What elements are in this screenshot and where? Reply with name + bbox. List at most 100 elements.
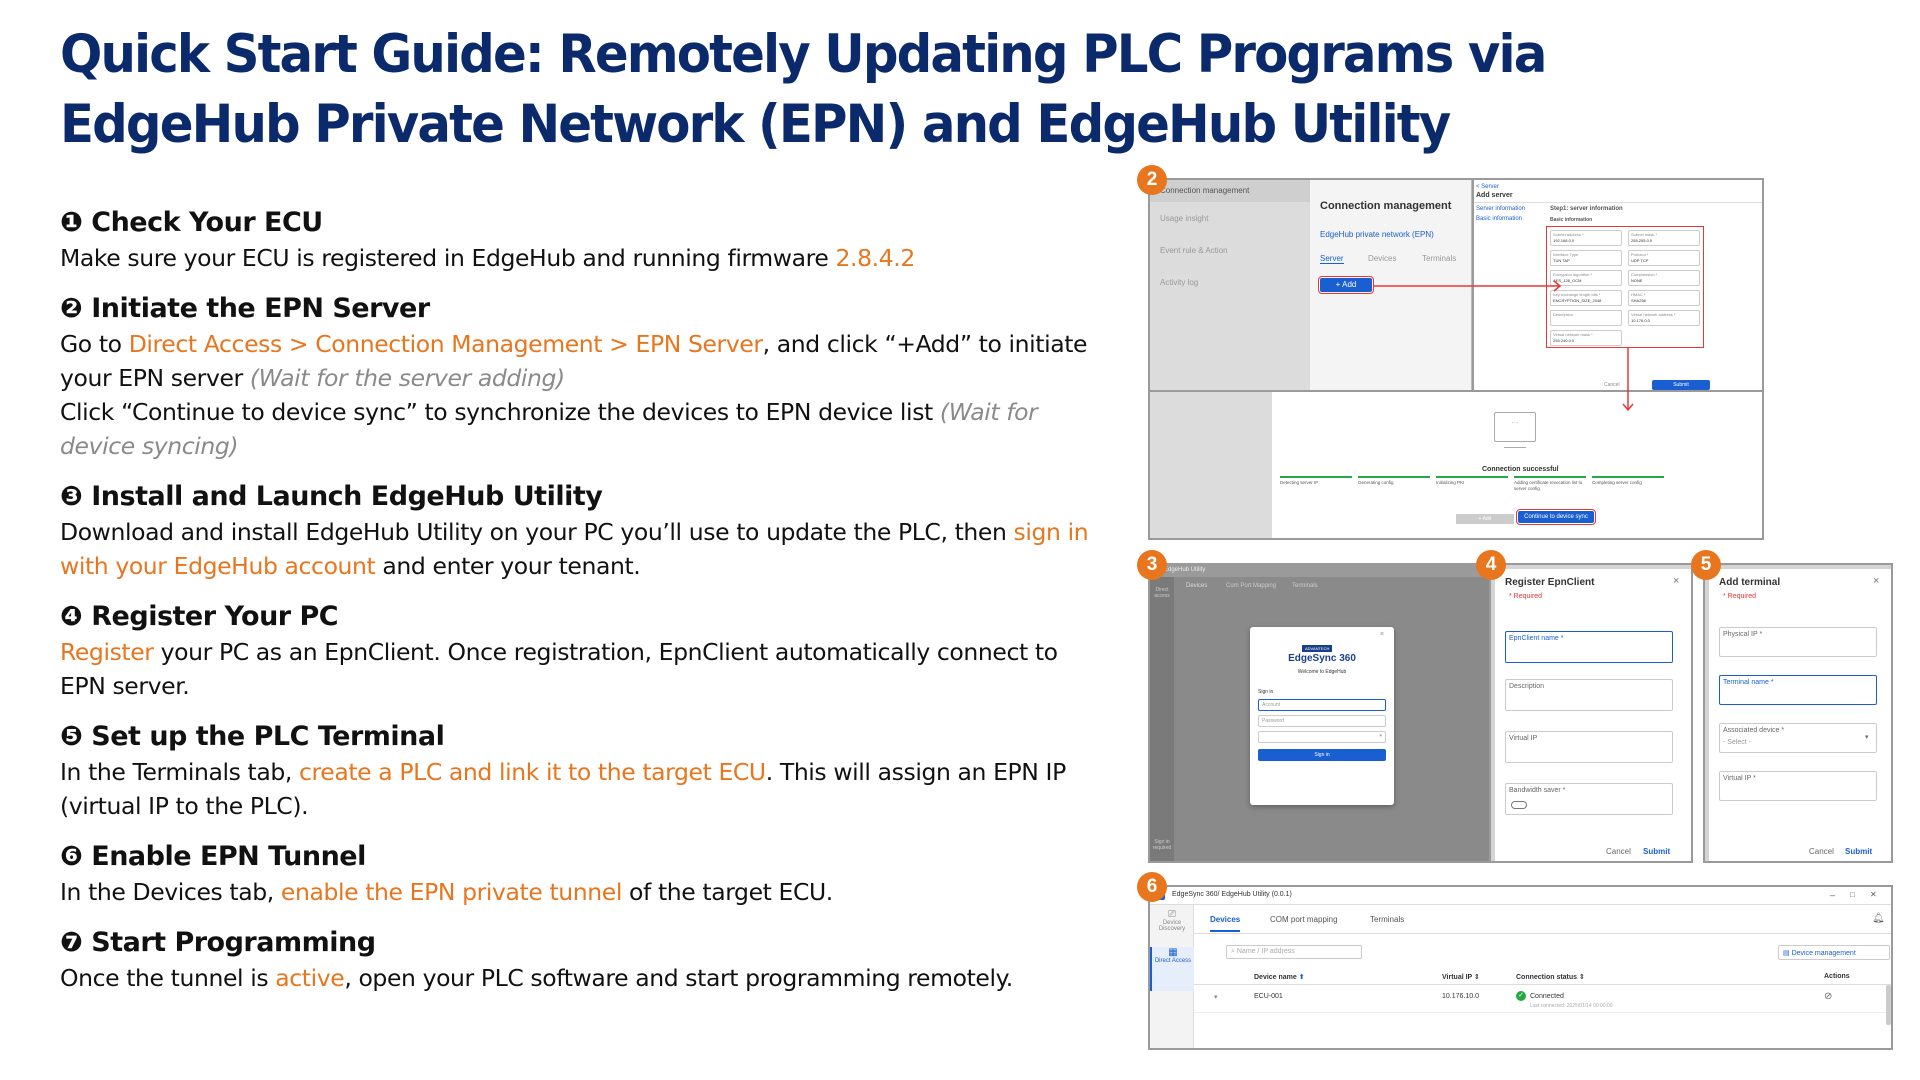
- step-heading: ❷ Initiate the EPN Server: [60, 293, 430, 324]
- tenant-select[interactable]: ▾: [1258, 731, 1386, 743]
- tab-server[interactable]: Server: [1320, 254, 1344, 264]
- field-label: Virtual network mask *: [1553, 332, 1593, 337]
- close-icon[interactable]: ✕: [1870, 890, 1877, 899]
- bandwidth-toggle[interactable]: [1511, 801, 1527, 809]
- device-management-button[interactable]: ▤ Device management: [1778, 945, 1890, 960]
- virtual-ip-input[interactable]: [1505, 731, 1673, 763]
- description-input[interactable]: [1505, 679, 1673, 711]
- progress-label: Completing server config: [1592, 480, 1642, 485]
- account-input[interactable]: Account: [1258, 699, 1386, 711]
- password-input[interactable]: Password: [1258, 715, 1386, 727]
- brand-tag: ADVANTECH: [1302, 645, 1333, 652]
- col-virtual-ip[interactable]: Virtual IP ⇕: [1442, 974, 1480, 981]
- server-field[interactable]: Virtual network address *10.176.0.0: [1628, 310, 1700, 326]
- field-value: UDP TCP: [1631, 258, 1649, 263]
- side-item-direct-access[interactable]: ▦Direct Access: [1150, 947, 1194, 991]
- continue-sync-button[interactable]: Continue to device sync: [1516, 509, 1596, 525]
- form-cancel[interactable]: Cancel: [1604, 382, 1620, 388]
- terminal-name-input[interactable]: [1719, 675, 1877, 705]
- close-icon[interactable]: ×: [1873, 575, 1880, 587]
- tab-devices[interactable]: Devices: [1210, 915, 1241, 932]
- search-input[interactable]: ⌕ Name / IP address: [1226, 945, 1362, 959]
- field-value: 192.168.0.0: [1553, 238, 1575, 243]
- bell-icon[interactable]: 🔔︎: [1872, 913, 1885, 924]
- field-label: Virtual IP: [1509, 735, 1538, 742]
- side-direct-access[interactable]: Direct access: [1154, 587, 1170, 599]
- side-item-device-discovery[interactable]: ⎚Device Discovery: [1158, 909, 1186, 932]
- server-field[interactable]: Protocol *UDP TCP: [1628, 250, 1700, 266]
- field-label: Virtual network address *: [1631, 312, 1676, 317]
- progress-label: Generating config: [1358, 480, 1394, 485]
- associated-device-select[interactable]: [1719, 723, 1877, 753]
- field-value: TUN TAP: [1553, 258, 1570, 263]
- server-field[interactable]: Encryption algorithm *AES_128_GCM: [1550, 270, 1622, 286]
- sync-add-button[interactable]: + Add: [1456, 514, 1514, 524]
- back-link[interactable]: < Server: [1476, 184, 1499, 190]
- virtual-ip-input[interactable]: [1719, 771, 1877, 801]
- divider: [1150, 390, 1762, 392]
- field-label: HMAC *: [1631, 292, 1646, 297]
- server-field[interactable]: Compression *NONE: [1628, 270, 1700, 286]
- physical-ip-input[interactable]: [1719, 627, 1877, 657]
- field-label: Terminal name *: [1723, 679, 1774, 686]
- tab-devices[interactable]: Devices: [1368, 254, 1397, 263]
- server-field[interactable]: Subnet address *192.168.0.0: [1550, 230, 1622, 246]
- step-text: Register your PC as an EpnClient. Once r…: [60, 638, 1058, 700]
- nav-item-connection-management[interactable]: Connection management: [1150, 180, 1310, 202]
- submit-button[interactable]: Submit: [1643, 847, 1671, 856]
- server-field[interactable]: HMAC *SHA256: [1628, 290, 1700, 306]
- nav-item-event-rule[interactable]: Event rule & Action: [1160, 246, 1228, 255]
- tab-devices[interactable]: Devices: [1186, 583, 1208, 589]
- form-submit[interactable]: Submit: [1652, 380, 1710, 390]
- epnclient-name-input[interactable]: [1505, 631, 1673, 663]
- table-row[interactable]: ▾ ECU-001 10.176.10.0 ✓ Connected Last c…: [1194, 985, 1891, 1013]
- tunnel-toggle-icon[interactable]: ⊘: [1824, 991, 1833, 1002]
- form-side-item[interactable]: Server information: [1476, 206, 1526, 212]
- step-text: Click “Continue to device sync” to synch…: [60, 398, 1038, 460]
- server-field[interactable]: Subnet mask *255.255.0.0: [1628, 230, 1700, 246]
- submit-button[interactable]: Submit: [1845, 847, 1873, 856]
- required-note: * Required: [1509, 593, 1543, 600]
- close-icon[interactable]: ×: [1673, 575, 1680, 587]
- minimize-icon[interactable]: –: [1830, 890, 1836, 900]
- utility-signin-screenshot: EdgeHub Utility Direct access Sign in re…: [1148, 563, 1491, 863]
- divider: [1472, 180, 1474, 390]
- server-field[interactable]: Description: [1550, 310, 1622, 326]
- add-terminal-screenshot: Add terminal × * Required Physical IP * …: [1703, 563, 1893, 863]
- step-text: In the Devices tab, enable the EPN priva…: [60, 878, 833, 906]
- tab-com-port-mapping[interactable]: COM port mapping: [1270, 915, 1338, 924]
- server-field[interactable]: Virtual network mask *255.240.0.0: [1550, 330, 1622, 346]
- step-heading: ❻ Enable EPN Tunnel: [60, 841, 366, 872]
- utility-devices-screenshot: EdgeSync 360/ EdgeHub Utility (0.0.1) – …: [1148, 885, 1893, 1050]
- welcome-text: Welcome to EdgeHub: [1297, 669, 1347, 675]
- add-server-button[interactable]: + Add: [1318, 276, 1374, 294]
- chevron-down-icon[interactable]: ▾: [1214, 994, 1218, 1001]
- nav-item-usage-insight[interactable]: Usage insight: [1160, 214, 1209, 223]
- field-value: 255.240.0.0: [1553, 338, 1575, 343]
- field-label: Virtual IP *: [1723, 775, 1756, 782]
- server-field[interactable]: Key exchange length bits *ENCRYPTION_SIZ…: [1550, 290, 1622, 306]
- side-rail: Direct access Sign in required: [1150, 577, 1174, 861]
- nav-path: Direct Access > Connection Management > …: [128, 330, 763, 358]
- window-titlebar: EdgeHub Utility: [1150, 565, 1489, 577]
- col-connection-status[interactable]: Connection status ⇕: [1516, 974, 1585, 981]
- close-icon[interactable]: ×: [1380, 631, 1385, 638]
- step-text: Make sure your ECU is registered in Edge…: [60, 244, 915, 272]
- add-server-form: < Server Add server Server information B…: [1472, 180, 1762, 390]
- cancel-button[interactable]: Cancel: [1606, 847, 1631, 856]
- tab-terminals[interactable]: Terminals: [1370, 915, 1405, 924]
- tab-terminals[interactable]: Terminals: [1422, 254, 1457, 263]
- divider: [1472, 202, 1762, 203]
- col-device-name[interactable]: Device name ⬆: [1254, 974, 1305, 981]
- col-actions: Actions: [1824, 973, 1850, 980]
- step-badge-2: 2: [1137, 165, 1167, 195]
- nav-item-activity-log[interactable]: Activity log: [1160, 278, 1199, 287]
- tab-terminals[interactable]: Terminals: [1292, 583, 1318, 589]
- tab-com-port[interactable]: Com Port Mapping: [1226, 583, 1277, 589]
- cancel-button[interactable]: Cancel: [1809, 847, 1834, 856]
- scrollbar[interactable]: [1886, 985, 1891, 1025]
- maximize-icon[interactable]: □: [1850, 890, 1855, 899]
- signin-button[interactable]: Sign in: [1258, 749, 1386, 761]
- form-side-item[interactable]: Basic information: [1476, 216, 1523, 222]
